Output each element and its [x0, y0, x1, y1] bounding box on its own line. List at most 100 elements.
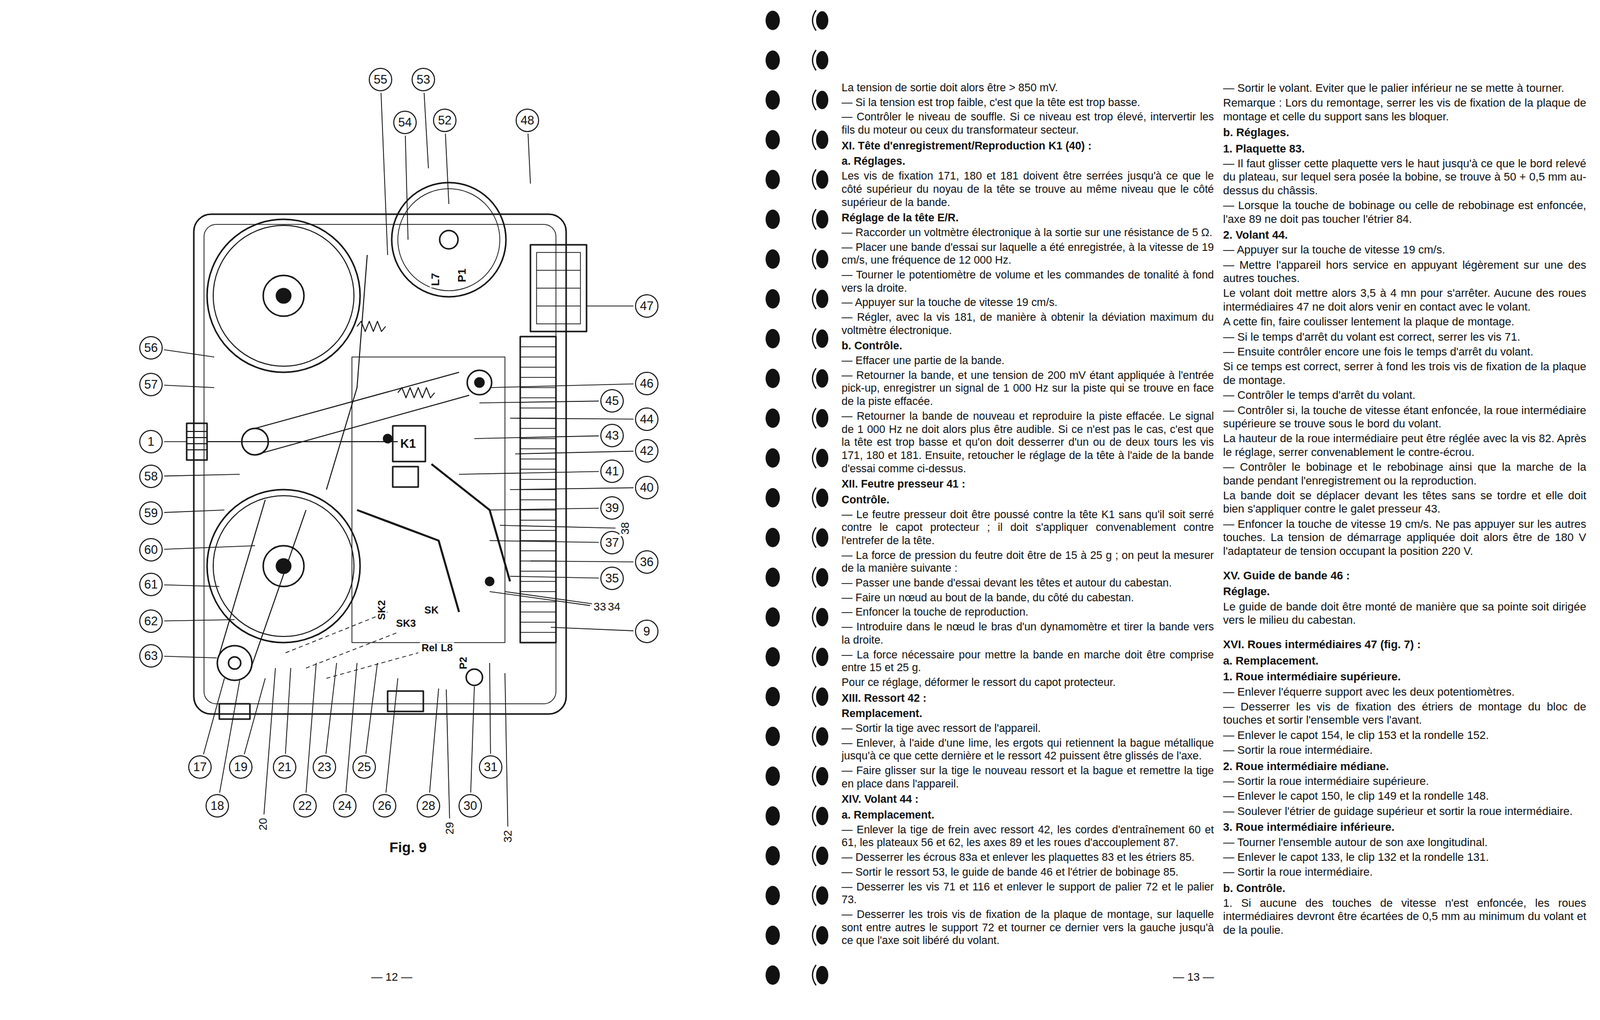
body-paragraph: Pour ce réglage, déformer le ressort du …	[841, 676, 1214, 690]
leader-line	[474, 436, 599, 439]
callout-circle: 23	[312, 755, 337, 779]
callout-number: 36	[640, 555, 654, 569]
part-label: 33	[592, 600, 608, 613]
leader-line	[285, 668, 291, 754]
callout-circle: 46	[635, 371, 659, 396]
leader-line	[446, 689, 450, 819]
callout-number: 22	[298, 799, 313, 812]
callout-number: 41	[605, 465, 620, 478]
part-label: SK2	[376, 598, 388, 622]
body-paragraph: — Effacer une partie de la bande.	[841, 354, 1214, 368]
leader-line	[244, 678, 266, 755]
leader-line	[164, 510, 225, 513]
callout-circle: 63	[139, 644, 163, 668]
leader-line	[164, 385, 215, 388]
callout-circle: 58	[139, 464, 163, 489]
callout-number: 1	[147, 435, 155, 448]
leader-line	[164, 441, 187, 443]
body-paragraph: Le volant doit mettre alors 3,5 à 4 mn p…	[1223, 286, 1587, 314]
part-label: 29	[443, 820, 456, 836]
body-paragraph: — Contrôler si, la touche de vitesse éta…	[1223, 403, 1587, 431]
leader-line	[164, 545, 256, 550]
section-heading: Contrôle.	[841, 493, 1214, 507]
leader-line	[164, 656, 217, 658]
body-paragraph: — Si la tension est trop faible, c'est q…	[841, 96, 1214, 110]
part-label: P2	[458, 655, 469, 671]
leader-line	[164, 349, 215, 358]
leader-line	[459, 471, 599, 475]
body-paragraph: — La force nécessaire pour mettre la ban…	[841, 648, 1214, 675]
body-paragraph: — Sortir le volant. Eviter que le palier…	[1223, 81, 1587, 95]
leader-line	[499, 525, 616, 529]
section-heading: 2. Volant 44.	[1223, 228, 1587, 242]
callout-circle: 9	[635, 619, 659, 644]
body-paragraph: — Appuyer sur la touche de vitesse 19 cm…	[1223, 243, 1587, 257]
callout-number: 54	[398, 116, 413, 129]
callout-circle: 39	[600, 496, 624, 520]
body-paragraph: — Faire un nœud au bout de la bande, du …	[841, 591, 1214, 605]
spiral-binding	[765, 10, 829, 986]
body-paragraph: — Enfoncer la touche de reproduction.	[841, 605, 1214, 620]
callout-number: 35	[605, 572, 620, 585]
callout-circle: 36	[635, 550, 659, 574]
leader-line	[386, 678, 398, 793]
part-label: SK	[422, 604, 441, 616]
callout-circle: 21	[272, 755, 297, 779]
leader-line	[510, 576, 599, 578]
callout-number: 61	[144, 578, 159, 591]
callout-number: 46	[640, 377, 654, 390]
body-paragraph: — Tourner le potentiomètre de volume et …	[841, 268, 1214, 295]
leader-line	[527, 133, 531, 184]
leader-line	[510, 418, 634, 420]
callout-number: 47	[640, 299, 654, 313]
leader-line	[479, 400, 599, 403]
body-paragraph: — Placer une bande d'essai sur laquelle …	[841, 241, 1214, 268]
body-paragraph: — Sortir la roue intermédiaire supérieur…	[1223, 774, 1587, 789]
leader-line	[489, 663, 491, 754]
section-heading: 1. Plaquette 83.	[1223, 142, 1587, 156]
section-heading: Réglage.	[1223, 585, 1587, 599]
part-label: P1	[455, 267, 468, 285]
leader-line	[530, 561, 634, 563]
callout-circle: 42	[635, 439, 659, 463]
callout-number: 40	[640, 481, 654, 494]
body-paragraph: — Desserrer les vis de fixation des étri…	[1223, 700, 1587, 728]
body-paragraph: — Régler, avec la vis 181, de manière à …	[841, 311, 1214, 338]
body-paragraph: — La force de pression du feutre doit êt…	[841, 549, 1214, 576]
body-paragraph: — Enlever le capot 150, le clip 149 et l…	[1223, 789, 1587, 803]
part-label: 20	[257, 816, 269, 832]
leader-line	[203, 678, 225, 755]
text-column: La tension de sortie doit alors être > 8…	[841, 81, 1214, 950]
callout-circle: 30	[458, 794, 482, 818]
callout-circle: 31	[478, 755, 503, 779]
page-number: — 13 —	[1171, 971, 1216, 983]
callout-circle: 26	[372, 794, 397, 818]
callout-number: 39	[605, 501, 620, 515]
body-paragraph: Remarque : Lors du remontage, serrer les…	[1223, 96, 1587, 124]
body-paragraph: — Sortir le ressort 53, le guide de band…	[841, 866, 1214, 880]
leader-line	[164, 474, 240, 476]
section-heading: b. Réglages.	[1223, 125, 1587, 140]
section-heading: 2. Roue intermédiaire médiane.	[1223, 759, 1587, 774]
leader-line	[423, 92, 429, 169]
body-paragraph: A cette fin, faire coulisser lentement l…	[1223, 315, 1587, 329]
leader-line	[445, 133, 449, 205]
section-heading: b. Contrôle.	[1223, 881, 1587, 896]
body-paragraph: — Desserrer les trois vis de fixation de…	[841, 908, 1214, 948]
section-heading: XIII. Ressort 42 :	[841, 692, 1214, 706]
callout-number: 60	[144, 543, 159, 556]
section-heading: XIV. Volant 44 :	[841, 793, 1214, 807]
section-heading: b. Contrôle.	[841, 339, 1214, 353]
body-paragraph: — Sortir la tige avec ressort de l'appar…	[841, 722, 1214, 736]
callout-circle: 17	[188, 755, 212, 779]
callout-number: 31	[484, 760, 498, 774]
section-heading: a. Remplacement.	[841, 808, 1214, 823]
body-paragraph: La hauteur de la roue intermédiaire peut…	[1223, 432, 1587, 460]
callout-number: 48	[520, 114, 535, 127]
part-label: L7	[429, 271, 442, 288]
callout-number: 23	[317, 760, 332, 774]
callout-number: 55	[373, 73, 388, 86]
leader-line	[325, 663, 337, 754]
callout-circle: 57	[139, 372, 163, 397]
callout-number: 26	[377, 799, 392, 812]
